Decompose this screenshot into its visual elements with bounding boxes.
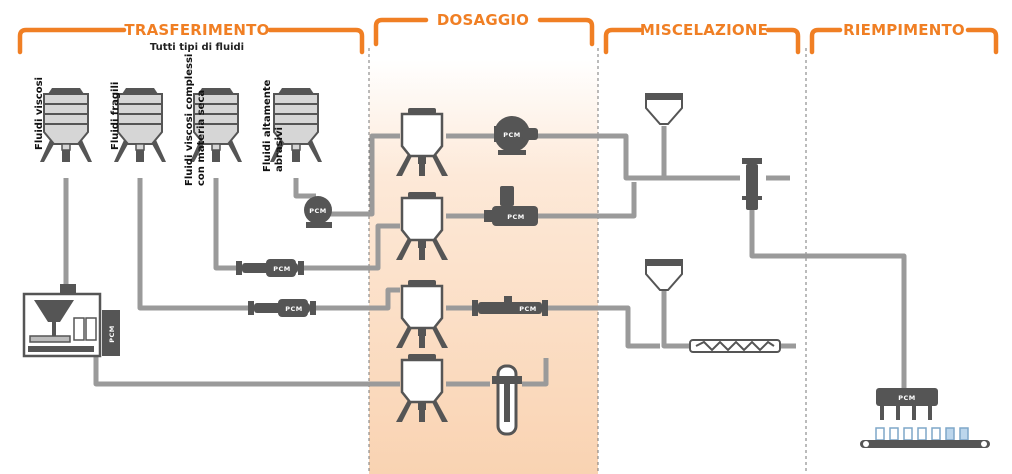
dosing-vessel-4 xyxy=(394,352,450,424)
preparation-unit: PCM xyxy=(22,284,120,358)
dosing-vessel-2 xyxy=(394,190,450,262)
section-subtitle-transfer: Tutti tipi di fluidi xyxy=(150,42,244,53)
section-title-dosing: DOSAGGIO xyxy=(437,11,529,29)
dosing-vessel-1 xyxy=(394,106,450,178)
tank-viscous-fluids xyxy=(39,87,93,163)
pump-brand-label: PCM xyxy=(507,213,525,221)
static-mixer-vertical xyxy=(742,158,762,210)
dosing-pump-peristaltic: PCM xyxy=(494,116,538,155)
section-title-transfer: TRASFERIMENTO xyxy=(124,21,269,39)
section-title-filling: RIEMPIMENTO xyxy=(843,21,965,39)
dosing-inline-filter xyxy=(492,364,522,436)
tank-label-complex-line1: Fluidi viscosi complessi xyxy=(184,54,195,186)
transfer-pump-complex: PCM xyxy=(236,259,304,277)
pump-brand-label: PCM xyxy=(503,131,521,139)
tank-label-viscous: Fluidi viscosi xyxy=(34,77,45,150)
tank-label-complex-line2: con materia seca xyxy=(196,90,207,186)
filling-bottles xyxy=(875,427,969,441)
transfer-pump-abrasive: PCM xyxy=(304,196,332,228)
dosing-pump-motor: PCM xyxy=(484,186,538,226)
mixing-funnel-top xyxy=(645,93,683,125)
filling-machine: PCM xyxy=(876,388,938,420)
section-brackets xyxy=(17,17,999,55)
static-mixer-horizontal xyxy=(689,339,781,353)
mixing-funnel-bottom xyxy=(645,259,683,291)
section-separators xyxy=(368,48,807,474)
section-title-mixing: MISCELAZIONE xyxy=(640,21,768,39)
dosing-vessel-3 xyxy=(394,278,450,350)
tank-fragile-fluids xyxy=(113,87,167,163)
pump-brand-label: PCM xyxy=(519,305,537,313)
filler-brand-label: PCM xyxy=(898,394,916,402)
dosing-pump-progressive: PCM xyxy=(472,296,548,316)
pump-brand-label: PCM xyxy=(309,207,327,215)
tank-label-abrasive-line2: abrasivi xyxy=(274,127,285,172)
pump-brand-label: PCM xyxy=(285,305,303,313)
pump-brand-label: PCM xyxy=(273,265,291,273)
transfer-pump-fragile: PCM xyxy=(248,299,316,317)
filling-conveyor xyxy=(860,440,990,448)
tank-label-abrasive-line1: Fluidi altamente xyxy=(262,79,273,172)
tank-label-fragile: Fluidi fragili xyxy=(110,82,121,150)
pump-brand-label: PCM xyxy=(108,325,116,343)
